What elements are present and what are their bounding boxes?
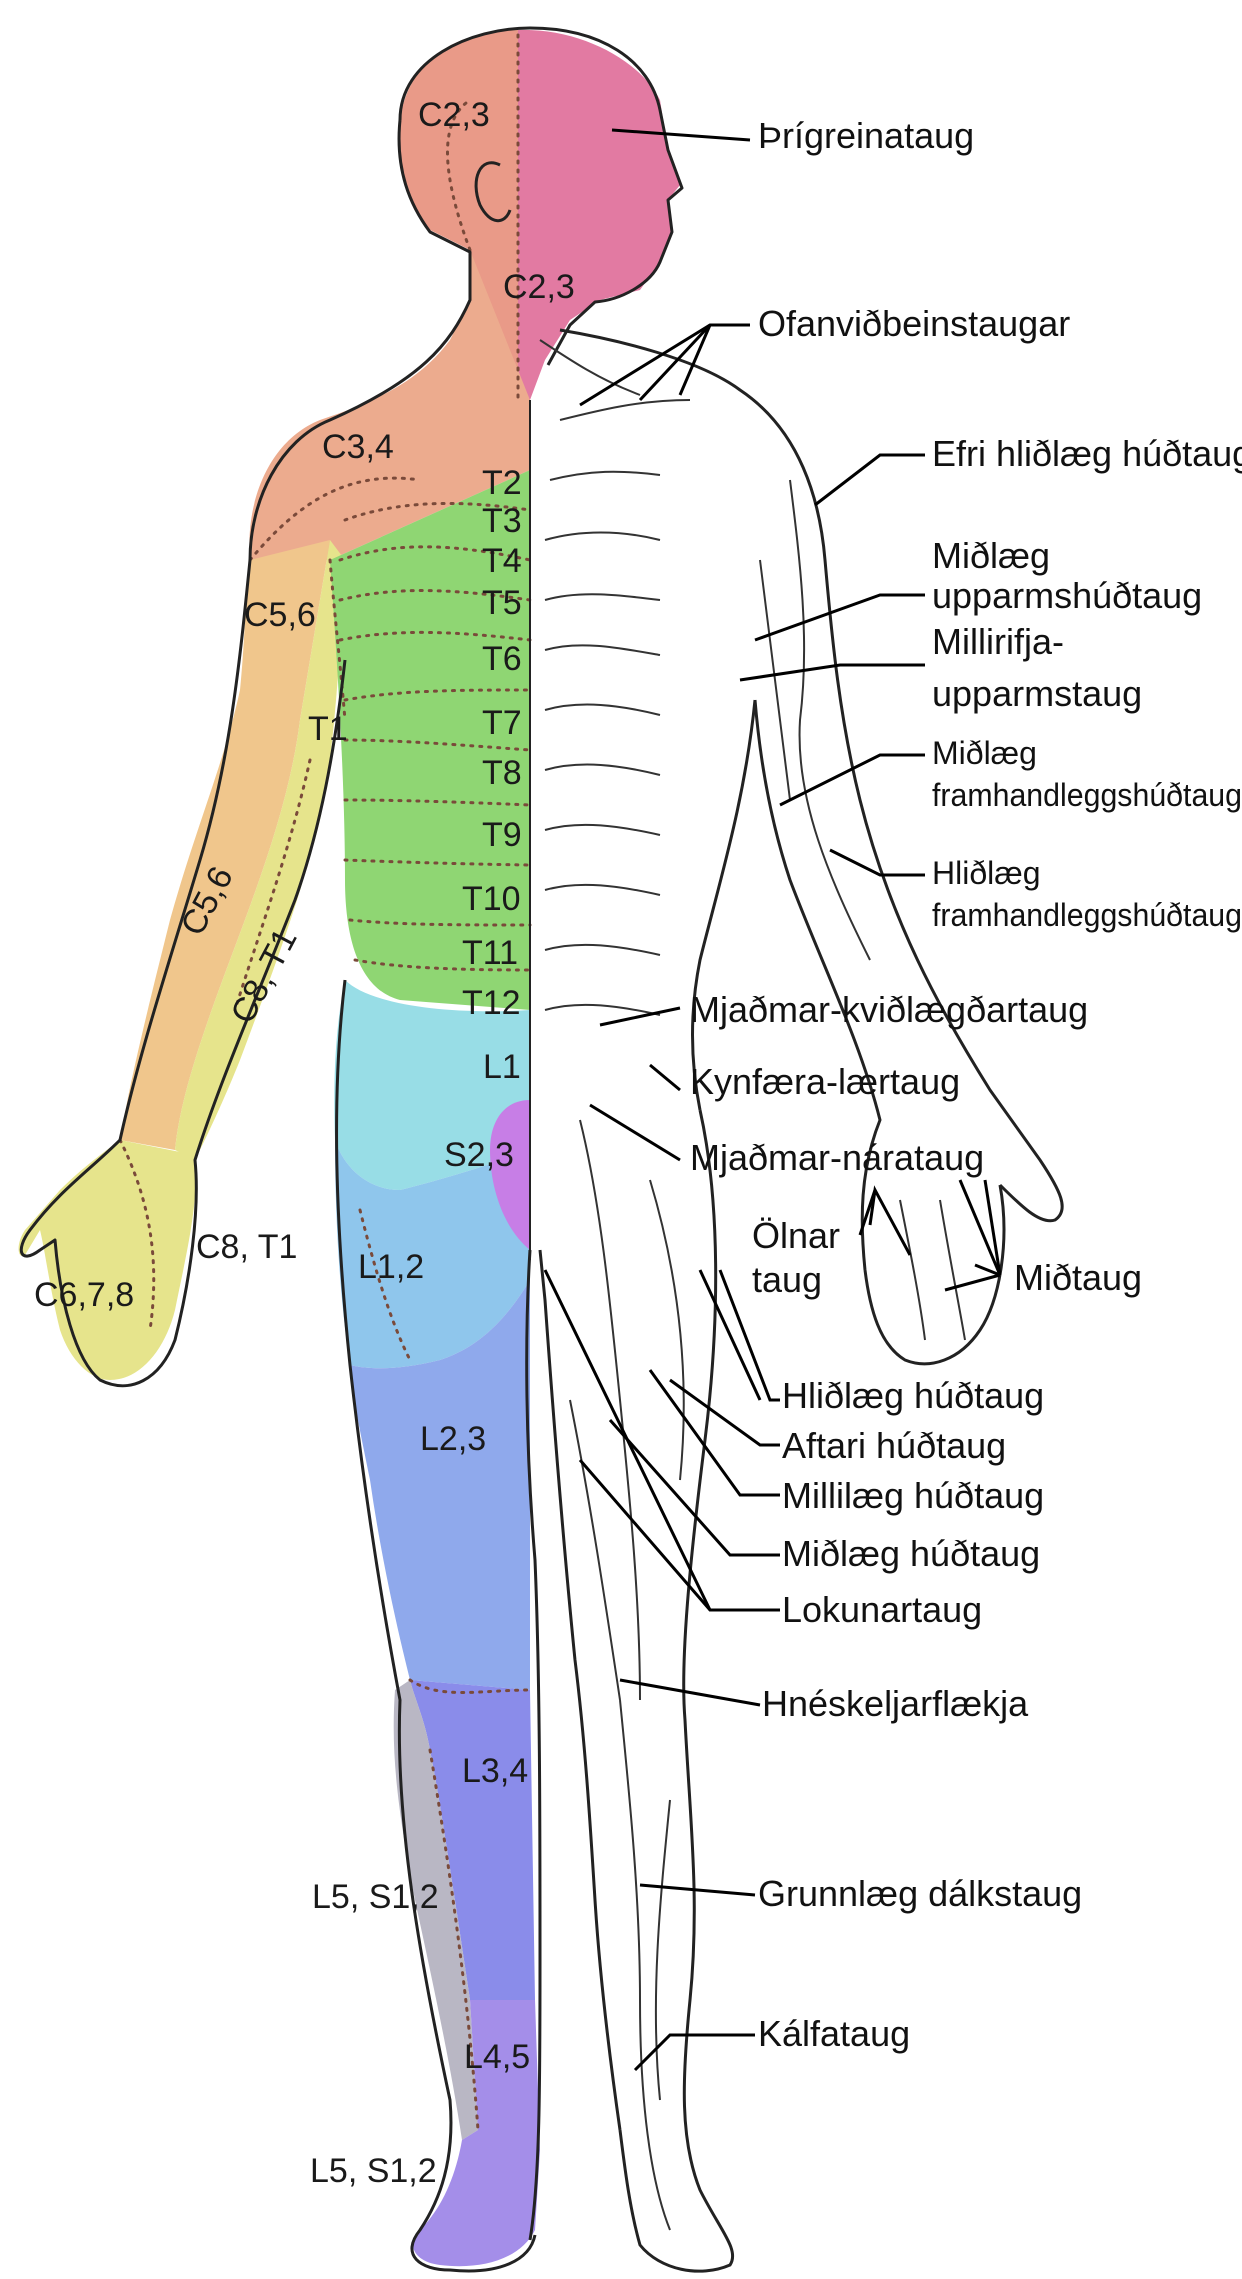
label-t3: T3 [482,502,522,540]
dermatome-regions [18,29,680,2267]
label-t12: T12 [462,984,521,1022]
label-medial-brachial-1: Miðlæg [932,535,1050,576]
label-s23: S2,3 [444,1136,514,1174]
region-l5s12 [393,1680,478,2140]
label-c23-head: C2,3 [418,96,490,134]
label-lateral-antebrachial-2: framhandleggshúðtaug [932,897,1242,933]
label-saphenous: Kálfataug [758,2013,910,2054]
label-t5: T5 [482,584,522,622]
label-c56-shoulder: C5,6 [244,596,316,634]
label-intercostobrachial-1: Millirifja- [932,621,1064,662]
region-hand [18,1140,196,1380]
region-c23-head [398,30,530,400]
label-superficial-peroneal: Grunnlæg dálkstaug [758,1873,1082,1914]
label-posterior-femoral-cutaneous: Aftari húðtaug [782,1425,1006,1466]
label-t1-arm: T1 [308,710,348,748]
label-t4: T4 [482,542,522,580]
label-medial-antebrachial-1: Miðlæg [932,735,1037,771]
region-trigeminal-face [518,29,680,400]
label-l1: L1 [483,1048,521,1086]
label-iliohypogastric: Mjaðmar-kviðlægðartaug [690,989,1088,1030]
leader-lines [543,128,1002,2072]
label-t9: T9 [482,816,522,854]
label-median: Miðtaug [1014,1257,1142,1298]
region-l23 [350,1280,530,1690]
region-l34 [410,1680,535,2000]
label-ulnar-1: Ölnar [752,1215,840,1256]
label-l34: L3,4 [462,1752,528,1790]
label-l5s12-lower: L5, S1,2 [310,2152,437,2190]
label-ulnar-2: taug [752,1259,822,1300]
label-trigeminal-nerve: Þrígreinataug [758,115,974,156]
label-c34: C3,4 [322,428,394,466]
label-ilioinguinal: Mjaðmar-nárataug [690,1137,984,1178]
label-supraclavicular-nerves: Ofanviðbeinstaugar [758,303,1070,344]
label-obturator: Lokunartaug [782,1589,982,1630]
label-medial-brachial-2: upparmshúðtaug [932,575,1202,616]
body-outline [19,26,1064,2273]
region-l45 [412,2000,540,2267]
label-t2: T2 [482,464,522,502]
label-intermediate-femoral-cutaneous: Millilæg húðtaug [782,1475,1044,1516]
region-s23 [490,1100,530,1250]
label-genitofemoral: Kynfæra-lærtaug [690,1061,960,1102]
region-l12 [335,1140,530,1369]
label-l5s12-upper: L5, S1,2 [312,1878,439,1916]
label-t7: T7 [482,704,522,742]
label-t11: T11 [462,934,518,972]
label-l12: L1,2 [358,1248,424,1286]
region-l1 [334,980,530,1190]
label-lateral-femoral-cutaneous: Hliðlæg húðtaug [782,1375,1044,1416]
label-t8: T8 [482,754,522,792]
label-lateral-antebrachial-1: Hliðlæg [932,855,1040,891]
label-c678: C6,7,8 [34,1276,134,1314]
dermatome-boundaries [118,33,532,2132]
label-c23-face: C2,3 [503,268,575,306]
label-intercostobrachial-2: upparmstaug [932,673,1142,714]
label-patellar-plexus: Hnéskeljarflækja [762,1683,1029,1724]
region-arm-c56 [120,540,330,1150]
label-l23: L2,3 [420,1420,486,1458]
region-thoracic [330,470,530,1010]
label-medial-antebrachial-2: framhandleggshúðtaug [932,777,1242,813]
label-medial-femoral-cutaneous: Miðlæg húðtaug [782,1533,1040,1574]
label-t6: T6 [482,640,522,678]
region-arm-c8t1 [175,540,345,1160]
label-t10: T10 [462,880,521,918]
label-l45: L4,5 [464,2038,530,2076]
label-c8t1-hand: C8, T1 [196,1228,297,1266]
label-upper-lateral-cutaneous: Efri hliðlæg húðtaug [932,433,1242,474]
region-c34 [249,250,530,560]
nerve-branches [539,339,966,2231]
nerve-labels: Þrígreinataug Ofanviðbeinstaugar Efri hl… [690,115,1242,2054]
